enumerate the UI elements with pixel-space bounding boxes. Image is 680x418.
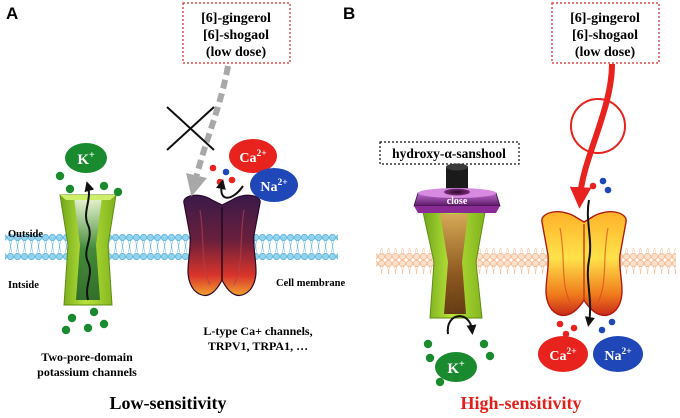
na-ion-b-base: Na <box>604 349 621 364</box>
na-ion-a-sup: 2+ <box>277 178 287 188</box>
k-ion-a: K+ <box>65 143 107 173</box>
svg-text:Na2+: Na2+ <box>604 347 631 364</box>
ca-ion-a-base: Ca <box>239 151 256 166</box>
na-ion-a: Na2+ <box>250 168 298 202</box>
channel-right-label-1: L-type Ca+ channels, <box>203 324 312 338</box>
ca-ion-a: Ca2+ <box>229 139 277 173</box>
activation-arrow-b <box>569 63 615 209</box>
close-label: close <box>447 196 468 207</box>
sanshool-label: hydroxy-α-sanshool <box>392 146 506 161</box>
l-type-calcium-channel-a <box>183 194 261 297</box>
panel-b-compound-box: [6]-gingerol [6]-shogaol (low dose) <box>551 2 660 64</box>
blocked-activation-arrow <box>186 65 231 197</box>
k-ion-a-base: K <box>77 152 89 168</box>
compound-line-2: [6]-shogaol <box>203 28 269 43</box>
k-ion-dots-b <box>423 339 495 387</box>
sanshool-box: hydroxy-α-sanshool <box>379 141 520 165</box>
k-efflux-arrow <box>84 181 95 301</box>
k-ion-a-sup: + <box>89 150 95 161</box>
svg-text:Na2+: Na2+ <box>260 178 287 195</box>
na-ion-b: Na2+ <box>593 336 643 372</box>
k-ion-b: K+ <box>435 352 477 382</box>
compound-line-1-b: [6]-gingerol <box>570 11 640 26</box>
ca-ion-b: Ca2+ <box>538 336 588 372</box>
ion-entry-arrow-a <box>216 179 244 199</box>
panel-a-letter: A <box>6 4 18 23</box>
sanshool-box-border <box>379 141 520 165</box>
na-ion-a-base: Na <box>260 180 277 195</box>
compound-line-1: [6]-gingerol <box>201 11 271 26</box>
k-ion-dots-a <box>55 171 123 335</box>
channel-left-label-2: potassium channels <box>37 365 137 379</box>
ion-influx-arrow-b <box>584 199 595 327</box>
cell-membrane-b <box>376 248 676 274</box>
panel-a: A [6]-gingerol [6]-shogaol (low dose) Ou… <box>5 2 345 413</box>
k-ion-b-base: K <box>447 361 459 377</box>
compound-line-2-b: [6]-shogaol <box>572 28 638 43</box>
inside-label: Intside <box>8 280 39 291</box>
channel-right-label-2: TRPV1, TRPA1, … <box>208 339 308 353</box>
k-recycle-arrow <box>446 315 477 335</box>
trp-calcium-channel-b <box>541 211 627 317</box>
ion-dots-b-top <box>589 177 612 194</box>
outside-label: Outside <box>8 229 43 240</box>
ion-dots-a <box>209 164 236 186</box>
channel-left-label-1: Two-pore-domain <box>41 350 133 364</box>
activation-circle-icon <box>570 98 626 154</box>
svg-text:K+: K+ <box>447 359 465 377</box>
two-pore-potassium-channel-b <box>422 211 486 319</box>
compound-line-3: (low dose) <box>206 45 267 60</box>
compound-box-border-b <box>551 2 660 64</box>
ca-ion-a-sup: 2+ <box>256 149 266 159</box>
compound-box-border <box>182 2 291 64</box>
panel-b: B [6]-gingerol [6]-shogaol (low dose) hy… <box>343 2 676 413</box>
ca-ion-b-base: Ca <box>549 349 566 364</box>
panel-b-caption: High-sensitivity <box>460 393 581 413</box>
svg-text:K+: K+ <box>77 150 95 168</box>
cell-membrane-a <box>5 234 338 260</box>
block-x-icon <box>166 106 215 151</box>
panel-a-compound-box: [6]-gingerol [6]-shogaol (low dose) <box>182 2 291 64</box>
cell-membrane-label: Cell membrane <box>276 278 345 289</box>
svg-text:Ca2+: Ca2+ <box>549 347 576 364</box>
na-ion-b-sup: 2+ <box>621 347 631 357</box>
k-ion-b-sup: + <box>459 359 465 370</box>
close-cap <box>413 163 501 213</box>
ca-ion-b-sup: 2+ <box>566 347 576 357</box>
compound-line-3-b: (low dose) <box>575 45 636 60</box>
panel-a-caption: Low-sensitivity <box>110 393 227 413</box>
panel-b-letter: B <box>343 4 355 23</box>
svg-text:Ca2+: Ca2+ <box>239 149 266 166</box>
two-pore-potassium-channel-a <box>59 194 117 306</box>
ion-dots-b-bottom <box>556 318 616 338</box>
